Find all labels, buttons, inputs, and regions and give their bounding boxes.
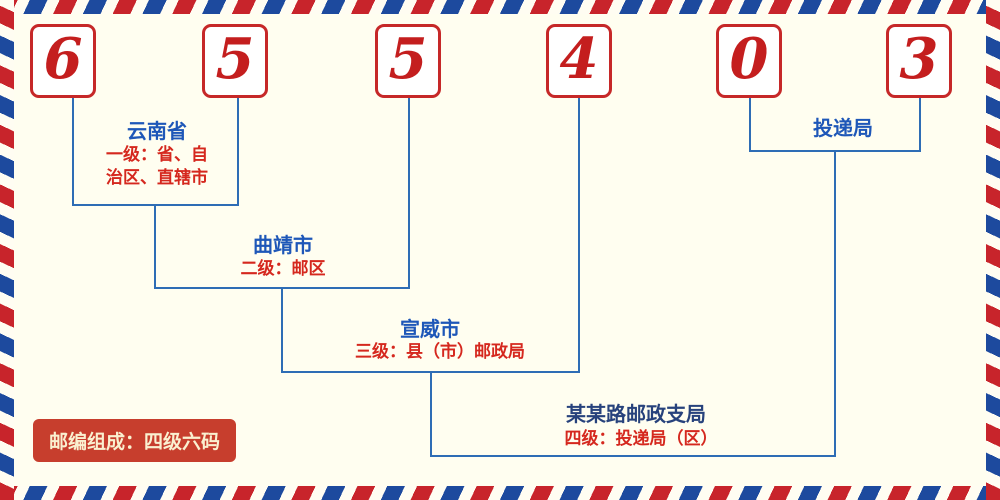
connector-line [430, 371, 432, 457]
connector-line [749, 150, 921, 152]
airmail-stripe-right [986, 0, 1000, 500]
digit-box-5: 0 [716, 24, 782, 98]
airmail-stripe-top [0, 0, 1000, 14]
digit-6: 3 [899, 26, 939, 92]
connector-line [237, 98, 239, 206]
digit-4: 4 [559, 26, 599, 92]
connector-line [919, 98, 921, 152]
digit-box-1: 6 [30, 24, 96, 98]
connector-line [749, 98, 751, 152]
connector-line [281, 287, 283, 373]
connector-line [154, 204, 156, 289]
level1-desc-line2: 治区、直辖市 [106, 168, 208, 187]
digit-5: 0 [729, 26, 769, 92]
level3-name: 宣威市 [400, 319, 460, 341]
connector-line [408, 98, 410, 289]
connector-line [834, 150, 836, 457]
digit-box-6: 3 [886, 24, 952, 98]
level2-desc: 二级：邮区 [240, 259, 326, 278]
digit-1: 6 [43, 26, 83, 92]
digit-3: 5 [388, 26, 428, 92]
level3-desc: 三级：县（市）邮政局 [355, 342, 525, 361]
level2-name: 曲靖市 [253, 235, 313, 257]
digit-2: 5 [215, 26, 255, 92]
level1-name: 云南省 [127, 121, 187, 143]
digit-box-3: 5 [375, 24, 441, 98]
connector-line [430, 455, 836, 457]
airmail-stripe-left [0, 0, 14, 500]
delivery-bureau-label: 投递局 [813, 118, 873, 140]
digit-box-4: 4 [546, 24, 612, 98]
connector-line [578, 98, 580, 373]
composition-badge: 邮编组成：四级六码 [33, 419, 237, 462]
level4-name: 某某路邮政支局 [566, 404, 706, 426]
digit-box-2: 5 [202, 24, 268, 98]
airmail-stripe-bottom [0, 486, 1000, 500]
connector-line [72, 98, 74, 206]
level4-desc: 四级：投递局（区） [564, 429, 718, 448]
level1-desc-line1: 一级：省、自 [106, 145, 208, 164]
